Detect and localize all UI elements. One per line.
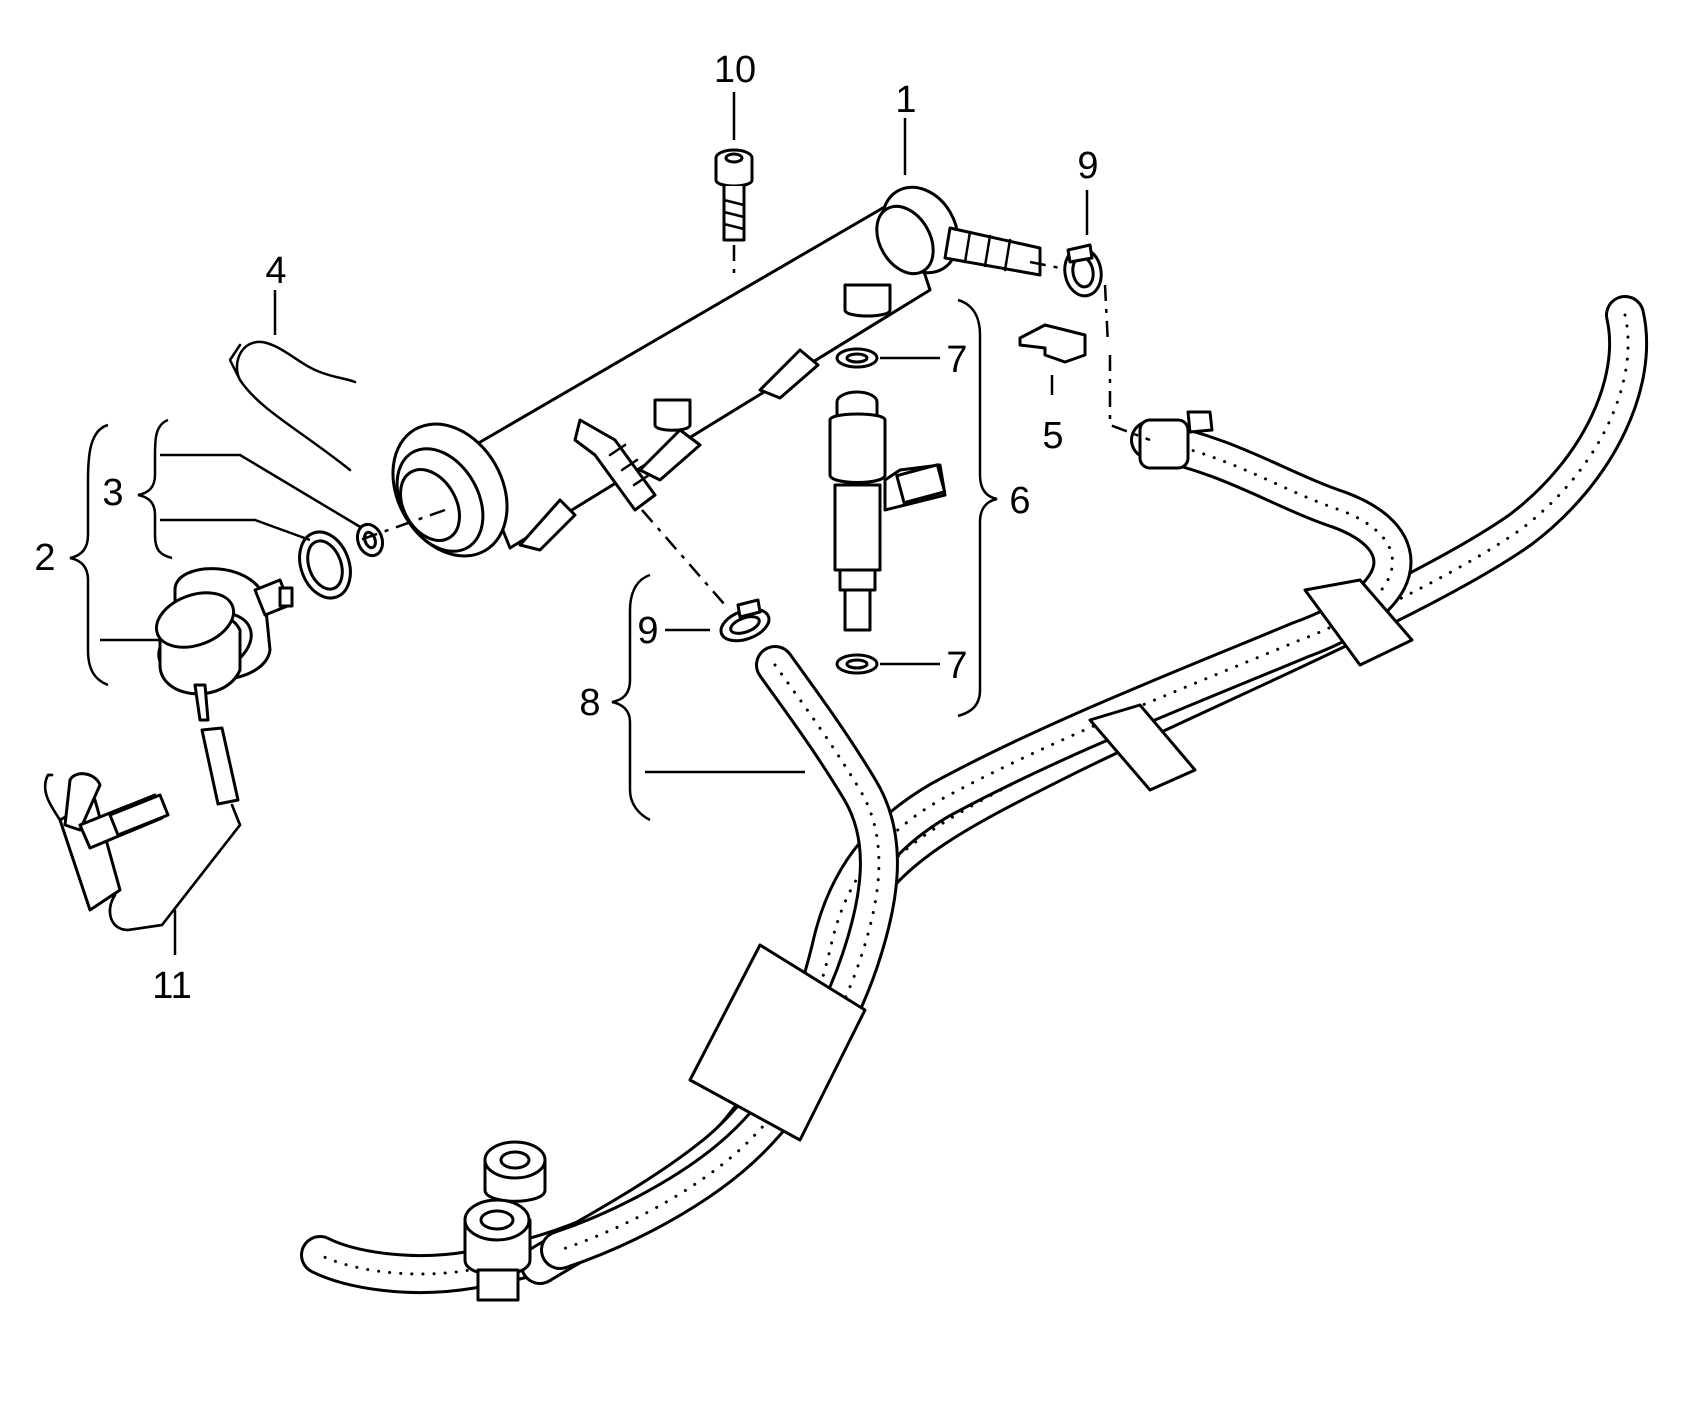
callout-9-upper: 9 <box>1077 145 1098 187</box>
fuel-injector <box>828 390 947 632</box>
hose-clamp-upper <box>1063 243 1103 298</box>
fuel-hose-assembly <box>300 295 1649 1302</box>
callout-2: 2 <box>34 537 55 579</box>
callout-3: 3 <box>102 472 123 514</box>
bolt <box>714 148 754 242</box>
fuel-rail <box>391 185 1042 558</box>
callout-7-lower: 7 <box>946 645 967 687</box>
callout-4: 4 <box>265 250 286 292</box>
callout-1: 1 <box>895 79 916 121</box>
callout-10: 10 <box>714 49 756 91</box>
callout-7-upper: 7 <box>946 339 967 381</box>
leader-lines <box>69 92 1089 955</box>
callout-8: 8 <box>579 682 600 724</box>
retaining-clip <box>228 340 357 472</box>
callout-6: 6 <box>1009 480 1030 522</box>
callout-11: 11 <box>152 965 191 1007</box>
hose-end-connector-lower <box>463 1198 532 1302</box>
callout-5: 5 <box>1042 415 1063 457</box>
vacuum-hose <box>43 726 242 932</box>
callout-9-middle: 9 <box>637 610 658 652</box>
bracket-clip <box>1018 323 1087 364</box>
hose-clamp-middle <box>719 598 771 643</box>
fuel-pressure-regulator <box>154 567 294 722</box>
hose-end-connector-upper <box>483 1140 547 1203</box>
